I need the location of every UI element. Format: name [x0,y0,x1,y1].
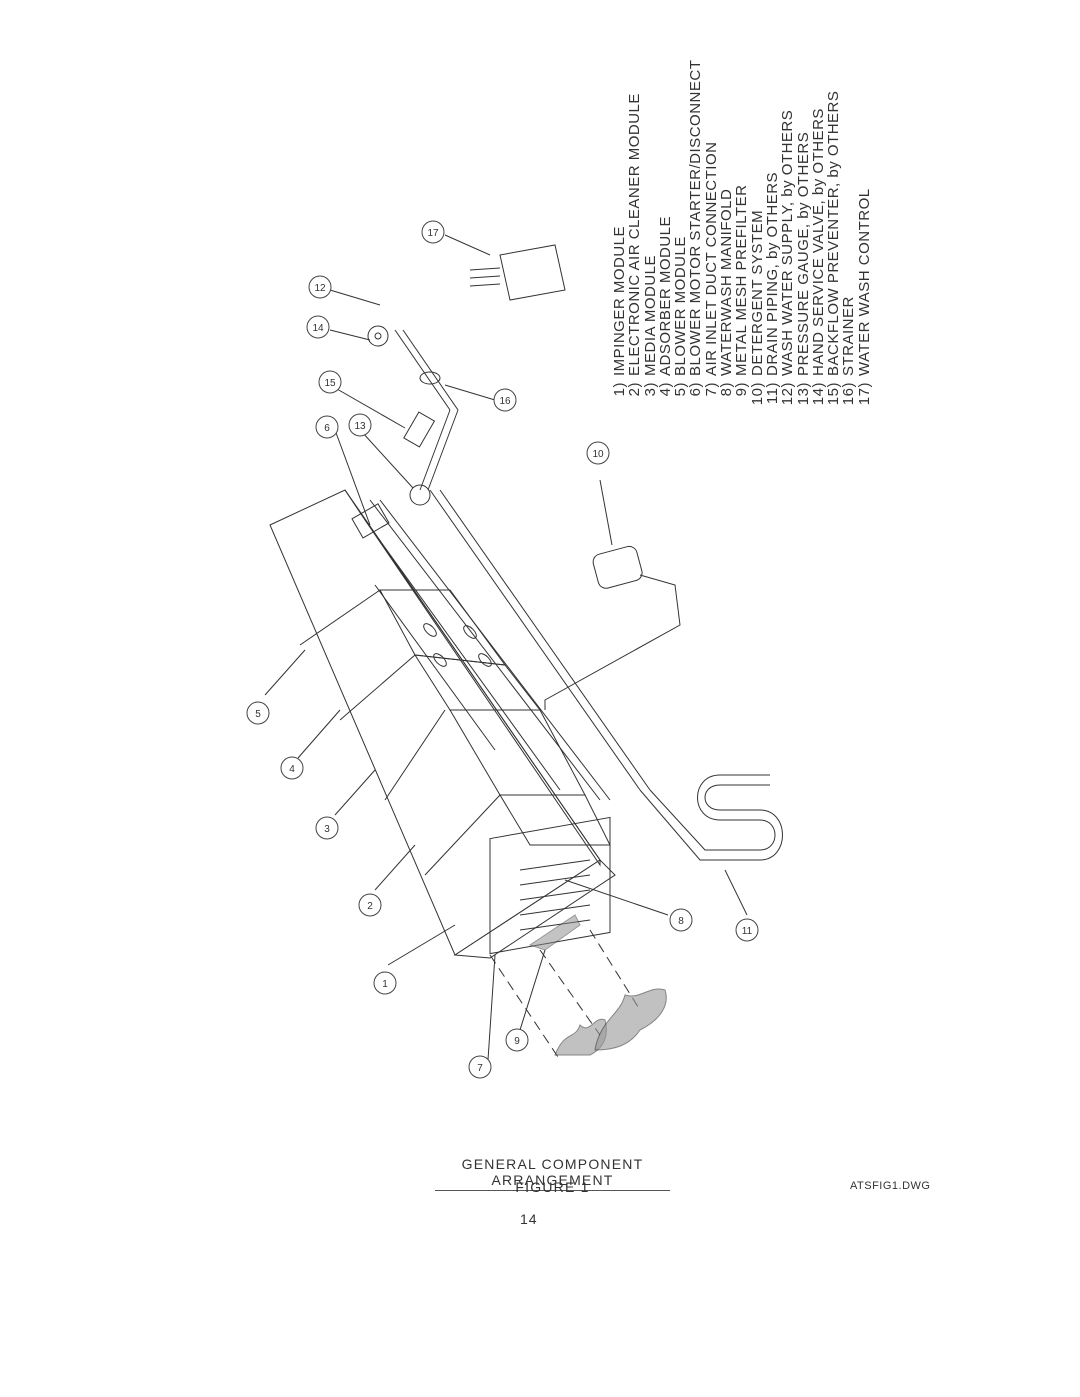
callout-8: 8 [669,908,693,932]
legend-item: 5)BLOWER MODULE [672,236,690,397]
svg-text:11: 11 [742,926,753,937]
callout-1: 1 [373,971,397,995]
duct-cloud-2 [594,988,667,1051]
svg-text:4: 4 [289,764,295,775]
legend-item: 11)DRAIN PIPING, by OTHERS [763,171,781,405]
callout-10: 10 [586,441,610,465]
page-number: 14 [520,1211,538,1227]
housing-front-face [453,859,616,959]
legend-item: 4)ADSORBER MODULE [656,215,674,397]
water-wash-control-box [499,244,566,301]
callout-14: 14 [306,315,330,339]
legend-item: 15)BACKFLOW PREVENTER, by OTHERS [825,90,843,406]
svg-text:5: 5 [255,709,261,720]
legend-item: 1)IMPINGER MODULE [611,225,628,397]
svg-text:15: 15 [324,378,336,389]
prefilter-hatch [528,914,581,951]
pressure-gauge [409,484,431,506]
svg-text:14: 14 [312,323,324,334]
svg-text:17: 17 [427,228,439,239]
svg-text:9: 9 [514,1036,520,1047]
legend-item: 14)HAND SERVICE VALVE, by OTHERS [809,108,827,406]
hand-service-valve [367,325,389,347]
legend-item: 8)WATERWASH MANIFOLD [718,188,736,397]
svg-text:1: 1 [382,979,388,990]
legend-item: 16)STRAINER [840,296,858,406]
legend-item: 13)PRESSURE GAUGE, by OTHERS [794,131,812,406]
legend-item: 6)BLOWER MOTOR STARTER/DISCONNECT [687,59,705,397]
callout-16: 16 [493,388,517,412]
svg-text:10: 10 [592,449,604,460]
component-legend: 1)IMPINGER MODULE 2)ELECTRONIC AIR CLEAN… [611,59,873,410]
callout-11: 11 [735,918,759,942]
figure-title: GENERAL COMPONENT ARRANGEMENT [435,1156,670,1191]
svg-text:13: 13 [354,421,366,432]
callout-5: 5 [246,701,270,725]
drain-piping [639,784,783,861]
legend-item: 10)DETERGENT SYSTEM [748,209,766,406]
legend-item: 12)WASH WATER SUPPLY, by OTHERS [779,109,797,406]
strainer [419,371,441,385]
drawing-file-name: ATSFIG1.DWG [850,1180,931,1192]
housing-side-face [344,489,601,867]
callout-7: 7 [468,1055,492,1079]
callout-13: 13 [348,413,372,437]
svg-text:12: 12 [314,283,326,294]
figure-number: FIGURE 1 [515,1179,590,1195]
callout-9: 9 [505,1028,529,1052]
svg-text:8: 8 [678,916,684,927]
callout-4: 4 [280,756,304,780]
callout-12: 12 [308,275,332,299]
svg-text:7: 7 [477,1063,483,1074]
legend-item: 7)AIR INLET DUCT CONNECTION [702,141,720,397]
svg-text:3: 3 [324,824,330,835]
legend-item: 3)MEDIA MODULE [641,254,659,397]
detergent-tank [592,545,643,589]
svg-text:16: 16 [499,396,511,407]
callout-3: 3 [315,816,339,840]
callout-17: 17 [421,220,445,244]
legend-item: 9)METAL MESH PREFILTER [733,184,751,397]
backflow-preventer [403,411,436,448]
callout-2: 2 [358,893,382,917]
callout-15: 15 [318,370,342,394]
callout-6: 6 [315,415,339,439]
legend-item: 2)ELECTRONIC AIR CLEANER MODULE [626,93,644,397]
legend-item: 17)WATER WASH CONTROL [855,188,873,406]
svg-text:6: 6 [324,423,330,434]
svg-text:2: 2 [367,901,373,912]
